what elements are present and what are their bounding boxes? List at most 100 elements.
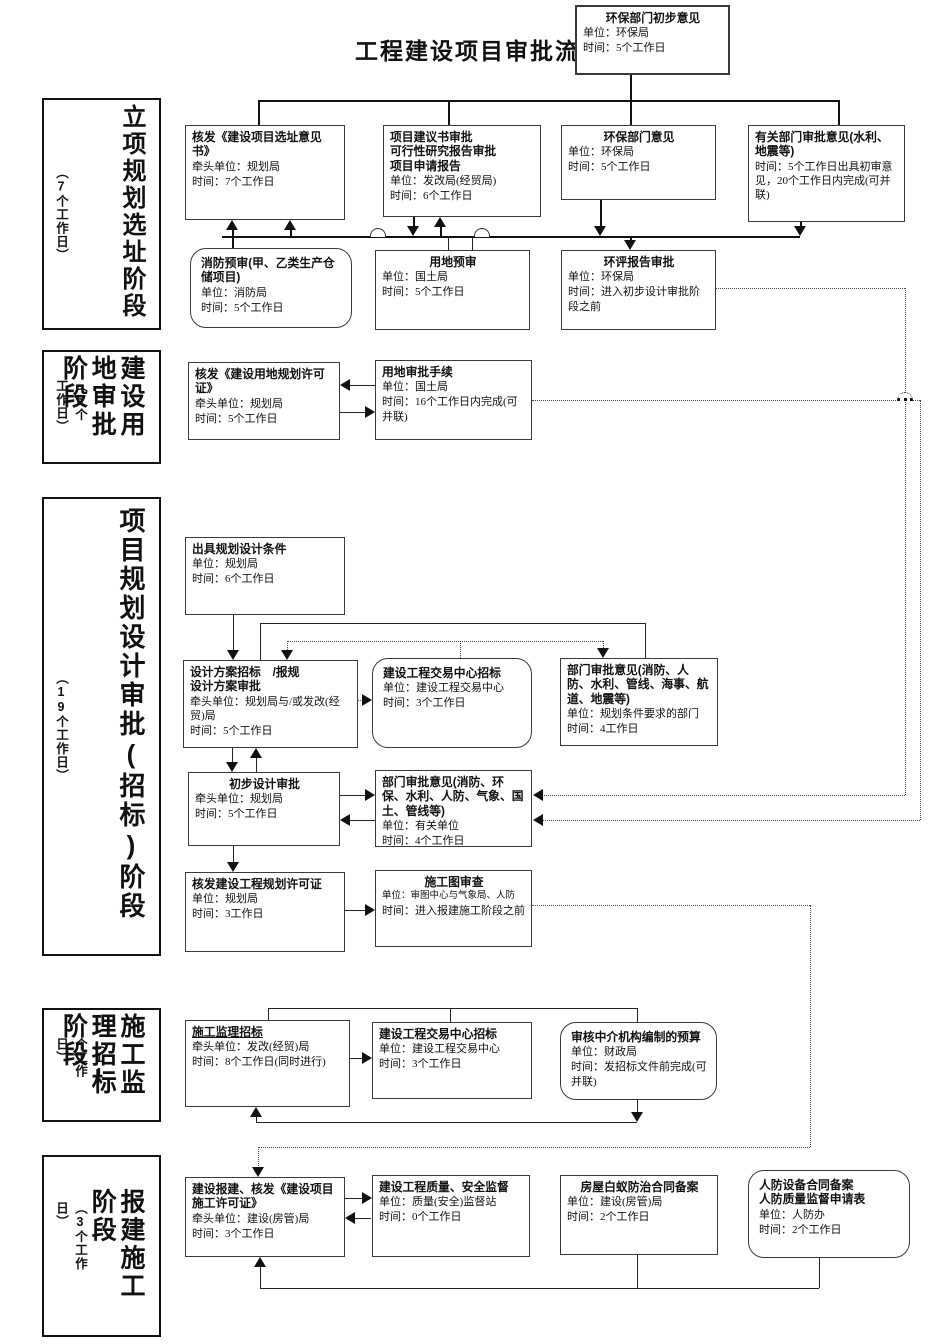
- arrowhead-down: [624, 240, 636, 250]
- node-detail: 单位：环保局: [568, 146, 634, 159]
- node-title: 项目申请报告: [390, 158, 461, 173]
- connector-line: [905, 288, 906, 795]
- flow-node-b18: 施工监理招标牵头单位：发改(经贸)局时间：8个工作日(同时进行): [185, 1020, 350, 1107]
- stage-name: 项目规划设计审批(招标)阶段: [116, 506, 146, 921]
- node-detail: 时间：3个工作日: [379, 1058, 462, 1071]
- node-title: 建设报建、核发《建设项目施工许可证》: [192, 1182, 334, 1211]
- connector-line: [838, 100, 840, 125]
- connector-line: [258, 1147, 259, 1168]
- connector-line: [287, 641, 603, 642]
- node-detail: 时间：4个工作日: [382, 835, 465, 848]
- node-title: 用地审批手续: [382, 365, 453, 379]
- flow-node-b2: 项目建议书审批可行性研究报告审批项目申请报告单位：发改局(经贸局)时间：6个工作…: [383, 125, 541, 217]
- node-detail: 时间：5个工作日出具初审意见，20个工作日内完成(可并联): [755, 160, 893, 201]
- flow-node-b21: 建设报建、核发《建设项目施工许可证》牵头单位：建设(房管)局时间：3个工作日: [185, 1177, 345, 1257]
- connector-line: [232, 748, 233, 764]
- flow-node-b4: 有关部门审批意见(水利、地震等)时间：5个工作日出具初审意见，20个工作日内完成…: [748, 125, 905, 222]
- node-detail: 时间：3工作日: [192, 908, 264, 921]
- arrowhead-right: [365, 904, 375, 916]
- node-title: 建设工程交易中心招标: [383, 666, 501, 680]
- arrowhead-up: [254, 1257, 266, 1267]
- node-title: 核发《建设项目选址意见书》: [192, 130, 322, 159]
- arrowhead-right: [362, 1192, 372, 1204]
- arrowhead-left: [345, 1212, 355, 1224]
- arrowhead-right: [362, 694, 372, 706]
- connector-line: [233, 615, 234, 652]
- flow-node-b5: 消防预审(甲、乙类生产仓储项目)单位：消防局时间：5个工作日: [190, 248, 352, 328]
- flow-node-b7: 环评报告审批单位：环保局时间：进入初步设计审批阶段之前: [561, 250, 716, 330]
- node-detail: 单位：财政局: [571, 1046, 637, 1059]
- arrowhead-up: [250, 748, 262, 758]
- connector-line: [233, 846, 234, 864]
- stage-name: 立项规划选址阶段: [118, 104, 145, 320]
- node-detail: 时间：16个工作日内完成(可并联): [382, 396, 518, 423]
- arrowhead-down: [407, 226, 419, 236]
- node-title: 环保部门意见: [603, 130, 675, 144]
- node-detail: 时间：5个工作日: [201, 301, 284, 314]
- connector-line: [345, 910, 367, 911]
- node-detail: 单位：规划条件要求的部门: [567, 708, 699, 721]
- connector-line: [256, 756, 257, 772]
- node-detail: 单位：质量(安全)监督站: [379, 1196, 497, 1209]
- stage-duration: （7个工作日）: [54, 166, 68, 262]
- line-hop-arc: [897, 392, 913, 401]
- connector-line: [819, 1258, 820, 1288]
- connector-line: [345, 1198, 364, 1199]
- connector-line: [810, 905, 811, 1147]
- arrowhead-down: [594, 226, 606, 236]
- stage-duration: （11个工作日）: [54, 1037, 106, 1082]
- arrowhead-up: [250, 1107, 262, 1117]
- arrowhead-right: [365, 406, 375, 418]
- stage-name: 报建施工阶段: [88, 1188, 145, 1301]
- node-detail: 单位：发改局(经贸局): [390, 175, 497, 188]
- node-title: 用地预审: [429, 255, 477, 269]
- arrowhead-right: [365, 789, 375, 801]
- node-detail: 单位：建设工程交易中心: [379, 1043, 500, 1056]
- connector-line: [287, 641, 288, 652]
- connector-line: [346, 385, 375, 386]
- connector-line: [472, 236, 473, 250]
- stage-band-s4: 施工监理招标阶段（11个工作日）: [42, 1008, 161, 1122]
- connector-line: [603, 641, 604, 650]
- node-title: 施工图审查: [424, 875, 484, 889]
- node-detail: 单位：人防办: [759, 1208, 825, 1221]
- flow-node-b22: 建设工程质量、安全监督单位：质量(安全)监督站时间：0个工作日: [372, 1175, 530, 1257]
- connector-line: [532, 400, 898, 401]
- node-title: 核发建设工程规划许可证: [192, 877, 322, 891]
- node-title: 人防设备合同备案: [759, 1178, 854, 1192]
- node-detail: 时间：8个工作日(同时进行): [192, 1056, 326, 1069]
- line-hop-arc: [474, 228, 490, 237]
- node-title: 有关部门审批意见(水利、地震等): [755, 130, 889, 159]
- node-detail: 单位：规划局: [192, 893, 258, 906]
- flow-node-b8: 核发《建设用地规划许可证》牵头单位：规划局时间：5个工作日: [188, 362, 340, 440]
- node-title: 项目建议书审批: [390, 130, 473, 144]
- node-detail: 牵头单位：规划局与/或发改(经贸)局: [190, 695, 340, 722]
- node-detail: 时间：5个工作日: [195, 412, 278, 425]
- node-title: 可行性研究报告审批: [390, 144, 497, 159]
- connector-line: [541, 795, 905, 796]
- connector-line: [260, 623, 261, 660]
- node-detail: 时间：5个工作日: [568, 161, 651, 174]
- flow-node-b13: 部门审批意见(消防、人防、水利、管线、海事、航道、地震等)单位：规划条件要求的部…: [560, 658, 718, 746]
- node-detail: 时间：5个工作日: [195, 808, 278, 821]
- connector-line: [268, 1008, 637, 1009]
- node-detail: 单位：建设工程交易中心: [383, 682, 504, 695]
- node-title: 设计方案招标 /报规: [190, 665, 300, 679]
- node-title: 建设工程质量、安全监督: [379, 1180, 509, 1194]
- stage-name: 施工监理招标阶段: [59, 1013, 146, 1097]
- arrowhead-up: [226, 220, 238, 230]
- node-title: 环保部门初步意见: [605, 11, 701, 25]
- connector-line: [450, 1008, 451, 1022]
- line-hop-arc: [370, 228, 386, 237]
- arrowhead-down: [226, 762, 238, 772]
- connector-line: [352, 1218, 371, 1219]
- node-title: 初步设计审批: [229, 777, 300, 791]
- arrowhead-down: [227, 862, 239, 872]
- node-detail: 牵头单位：规划局: [195, 397, 283, 410]
- arrowhead-down: [794, 226, 806, 236]
- connector-line: [260, 1266, 261, 1288]
- node-detail: 时间：进入初步设计审批阶段之前: [568, 286, 700, 313]
- node-detail: 时间：进入报建施工阶段之前: [382, 904, 525, 917]
- connector-line: [232, 228, 234, 248]
